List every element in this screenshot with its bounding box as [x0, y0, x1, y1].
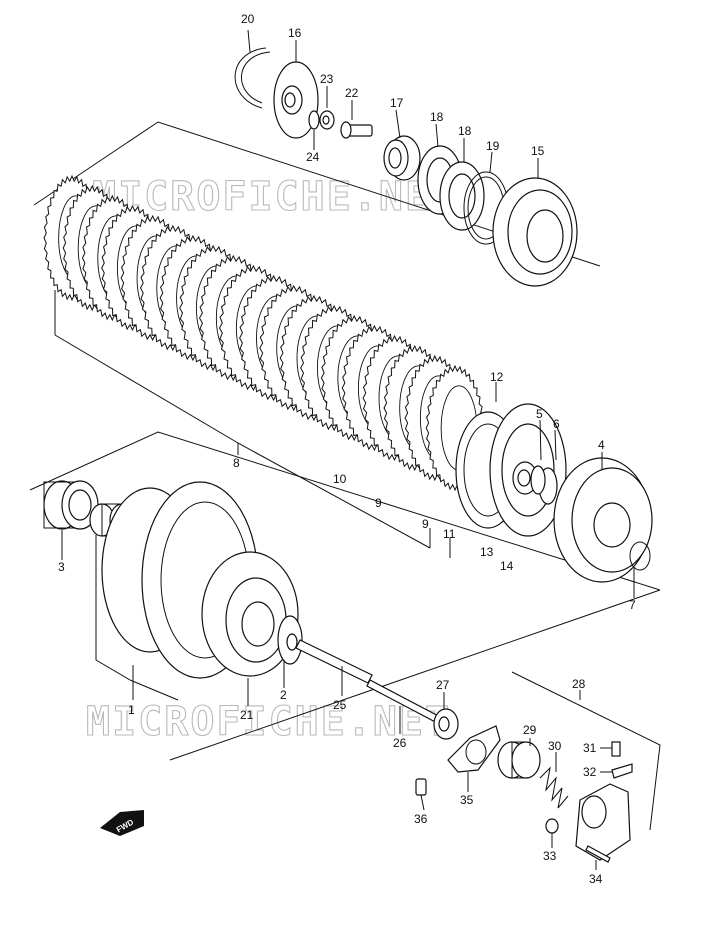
clutch-plate-stack	[43, 174, 485, 492]
part-27-oil-seal	[433, 692, 459, 740]
callout-23: 23	[320, 72, 334, 86]
part-16-pressure-disc	[273, 40, 319, 139]
callout-21: 21	[240, 708, 254, 722]
part-4-primary-gear	[553, 452, 653, 583]
part-25-push-rod	[295, 639, 373, 696]
watermark-bottom: MICROFICHE.NET	[86, 699, 451, 745]
callout-11: 11	[443, 527, 456, 541]
callout-16: 16	[288, 26, 302, 40]
part-7-circlip	[629, 541, 651, 598]
callout-15: 15	[531, 144, 545, 158]
callout-33: 33	[543, 849, 557, 863]
part-21-gear	[201, 551, 299, 706]
callout-13: 13	[480, 545, 494, 559]
fwd-arrow: FWD	[100, 810, 144, 836]
callout-17: 17	[390, 96, 404, 110]
callout-31: 31	[583, 741, 597, 755]
callout-4: 4	[598, 438, 605, 452]
part-33-dowel-pin	[545, 818, 559, 848]
callout-14: 14	[500, 559, 514, 573]
callout-32: 32	[583, 765, 597, 779]
part-15-pressure-plate	[492, 158, 578, 287]
callout-9b: 9	[422, 517, 429, 531]
callout-29: 29	[523, 723, 537, 737]
callout-8: 8	[233, 456, 240, 470]
callout-3: 3	[58, 560, 65, 574]
part-32-bleeder-cap	[600, 763, 633, 779]
part-35-gasket	[447, 725, 501, 792]
part-23-nut	[319, 86, 335, 130]
clutch-assembly-bracket	[29, 431, 661, 761]
callout-1: 1	[128, 703, 135, 717]
part-28-slave-cylinder	[575, 690, 631, 861]
part-36-bolt	[415, 778, 427, 811]
callout-35: 35	[460, 793, 474, 807]
part-2-thrust-washer	[277, 615, 303, 688]
callout-6: 6	[553, 417, 560, 431]
callout-27: 27	[436, 678, 450, 692]
callout-28: 28	[572, 677, 586, 691]
part-34-bolt	[585, 845, 611, 870]
callout-20: 20	[241, 12, 255, 26]
callout-7: 7	[629, 598, 636, 612]
callout-10: 10	[333, 472, 347, 486]
part-22-bolt	[340, 100, 373, 139]
callout-9a: 9	[375, 496, 382, 510]
callout-2: 2	[280, 688, 287, 702]
callout-24: 24	[306, 150, 320, 164]
part-30-spring	[539, 752, 569, 809]
part-31-bleeder-valve	[600, 741, 621, 757]
part-24-washer	[308, 110, 320, 150]
callout-22: 22	[345, 86, 359, 100]
part-20-circlip	[234, 29, 271, 109]
callout-26: 26	[393, 736, 407, 750]
actuator-group-bracket	[511, 671, 661, 831]
part-29-piston	[497, 738, 541, 779]
callout-18a: 18	[430, 110, 444, 124]
callout-36: 36	[414, 812, 428, 826]
callout-30: 30	[548, 739, 562, 753]
callout-18b: 18	[458, 124, 472, 138]
part-5-washer	[530, 419, 546, 495]
part-17-bearing	[383, 109, 421, 181]
watermark-top: MICROFICHE.NET	[92, 174, 457, 220]
callout-5: 5	[536, 407, 543, 421]
callout-12: 12	[490, 370, 504, 384]
callout-19: 19	[486, 139, 500, 153]
callout-25: 25	[333, 698, 347, 712]
part-3-needle-bearing	[43, 480, 99, 560]
callout-labels: 1 2 3 4 5 6 7 8 9 9 10 11 12 13 14 15 16…	[58, 12, 636, 886]
callout-34: 34	[589, 872, 603, 886]
